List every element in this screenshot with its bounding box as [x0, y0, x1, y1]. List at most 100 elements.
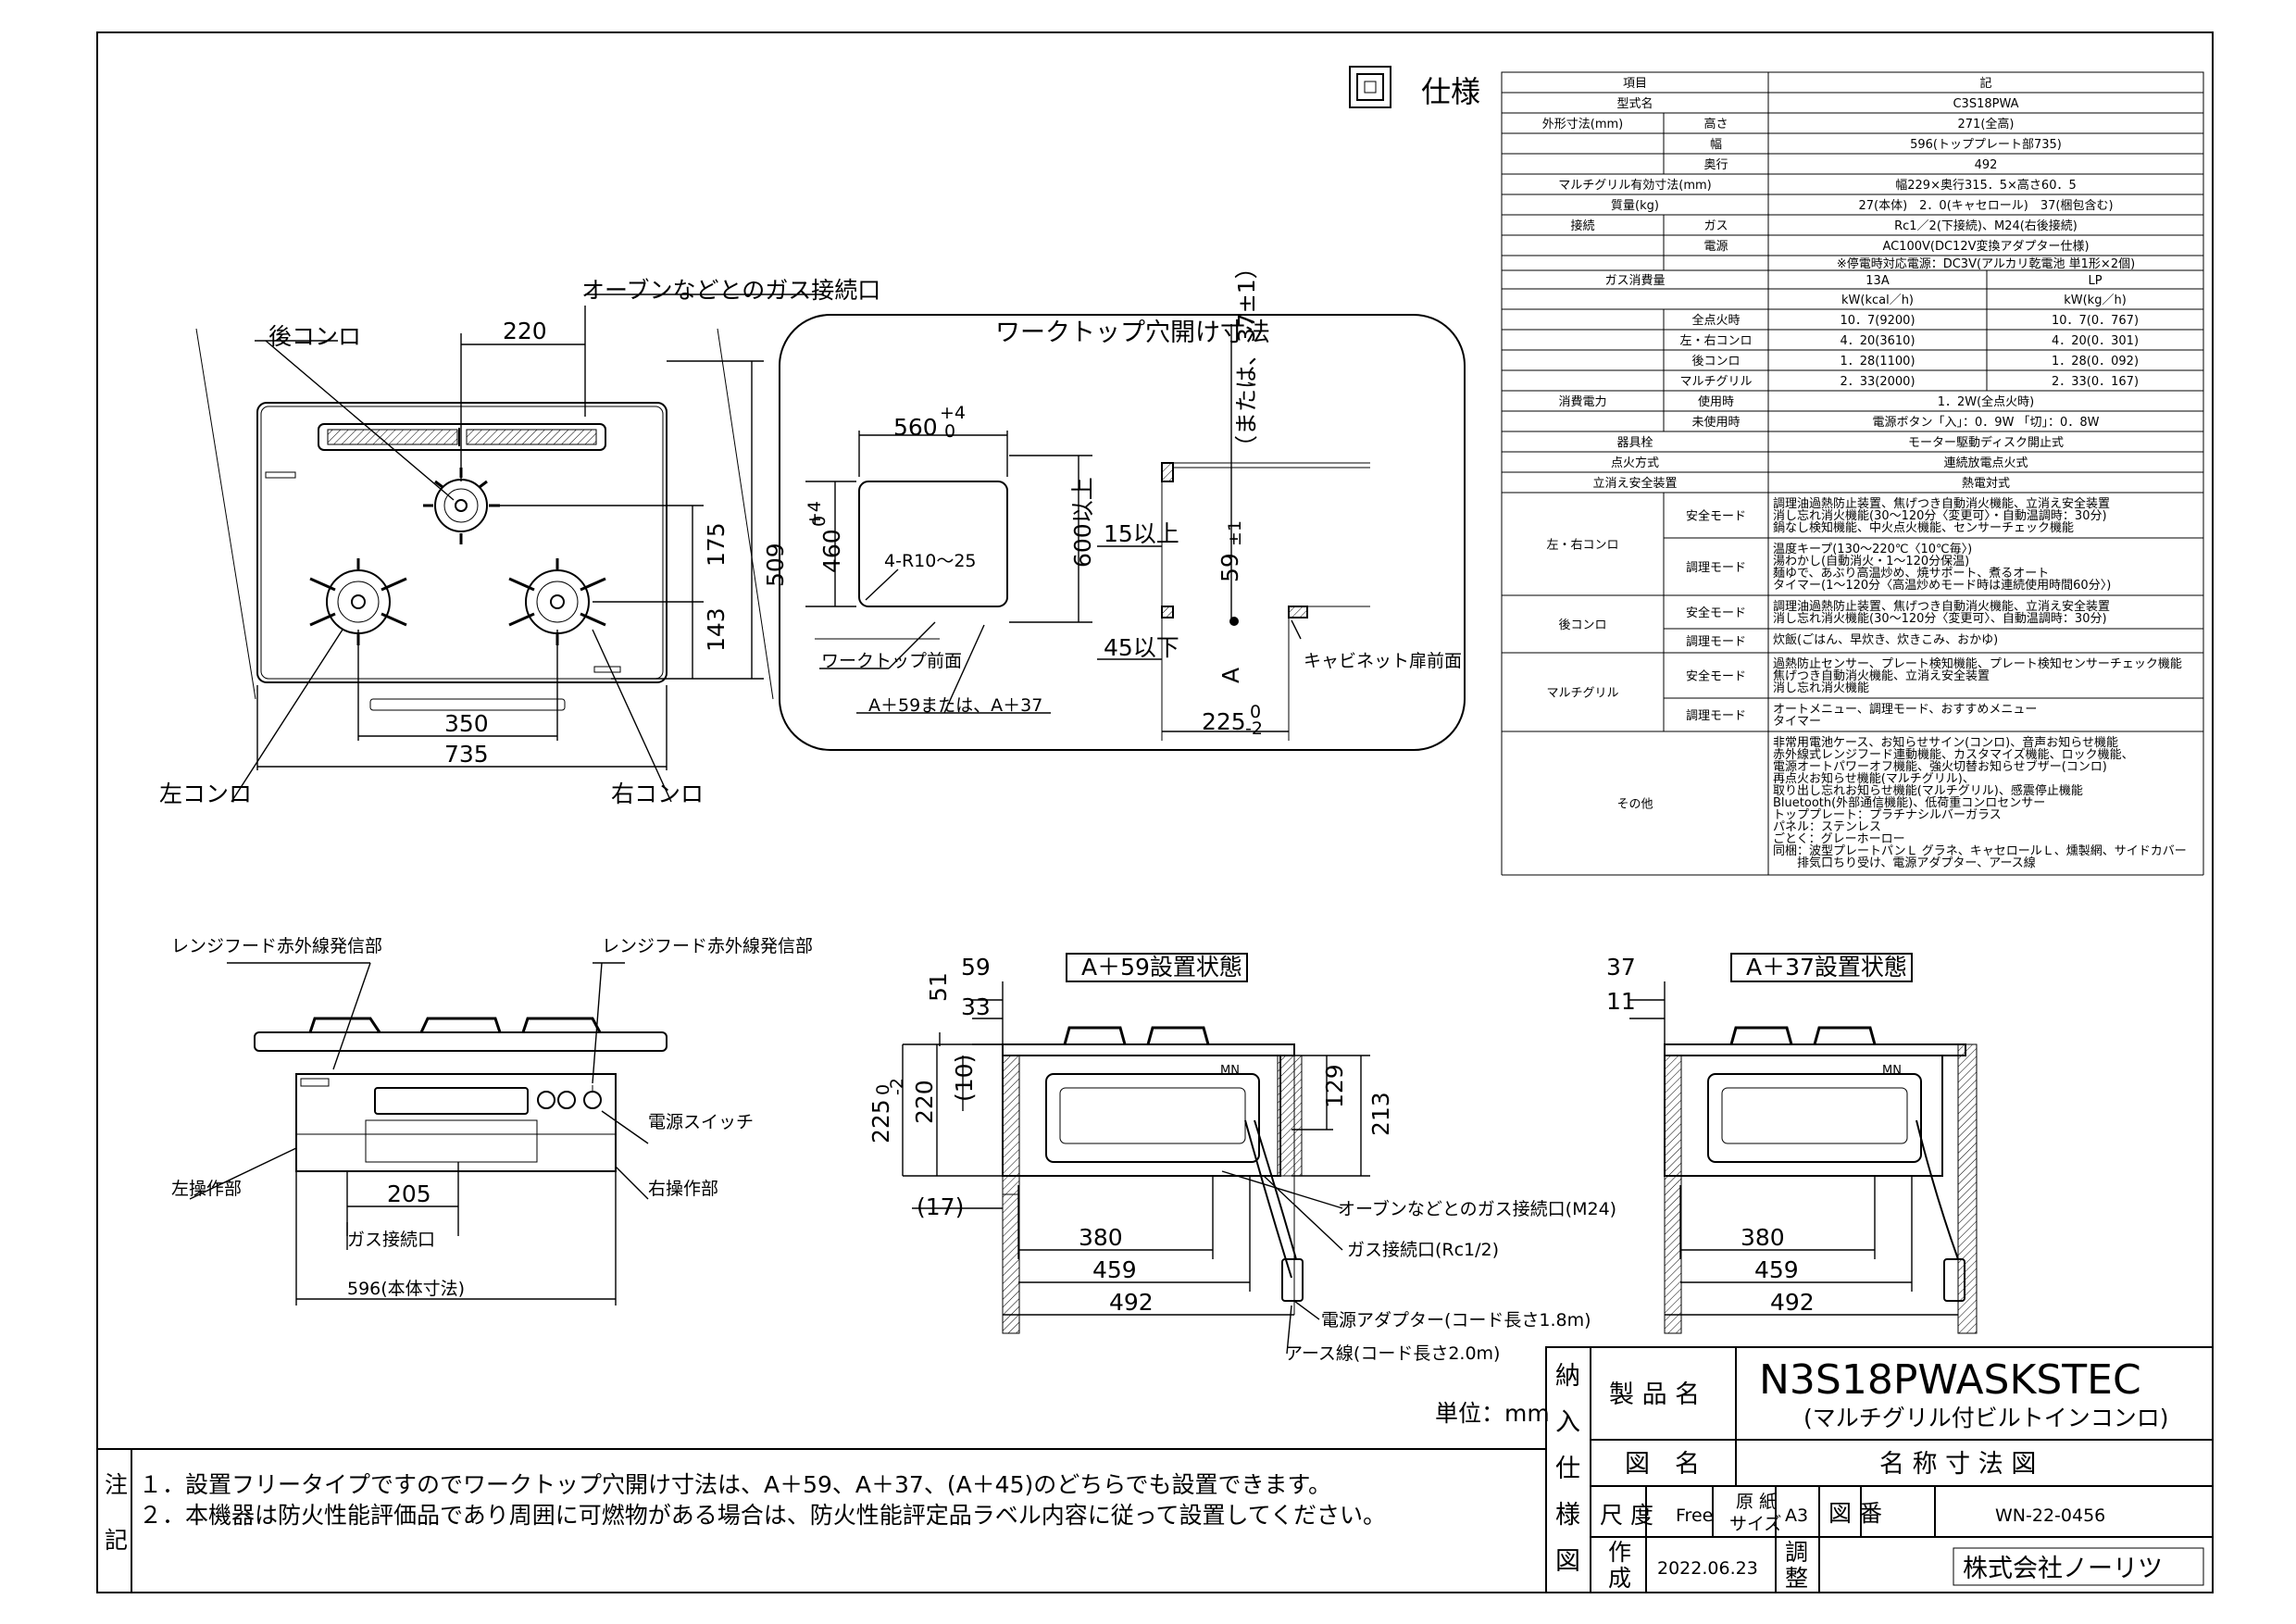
spec-val-15: 2．33(2000): [1840, 375, 1915, 389]
cutout-depth: 460: [818, 529, 845, 573]
spec-val-11: kW(kcal／h): [1841, 294, 1914, 307]
paper-size: A3: [1785, 1505, 1808, 1526]
top-view: オーブンなどとのガス接続口 後コンロ 220 175 143 509 350 7…: [159, 277, 880, 807]
a59-marking: MN: [1220, 1064, 1240, 1078]
dim-225: 225: [1202, 708, 1246, 735]
mode-lr_safe-2: 鍋なし検知機能、中火点火機能、センサーチェック機能: [1773, 520, 2074, 535]
other-line-2: 電源オートパワーオフ機能、強火切替お知らせブザー(コンロ): [1773, 759, 2107, 774]
dim-a: A: [1217, 668, 1244, 683]
dim-596: 596(本体寸法): [347, 1279, 465, 1299]
a59-dim-380: 380: [1079, 1224, 1123, 1251]
spec-subkey-3: 幅: [1710, 138, 1722, 152]
adjust-label-1: 調: [1785, 1539, 1808, 1566]
spec-val-12: 10．7(9200): [1840, 314, 1915, 328]
cutout-depth-tol: +4: [805, 501, 825, 527]
mode-back_cook-0: 炊飯(ごはん、早炊き、炊きこみ、おかゆ): [1773, 632, 1998, 647]
other-line-4: 取り出し忘れお知らせ機能(マルチグリル)、感震停止機能: [1773, 783, 2083, 798]
a37-dim-492: 492: [1770, 1289, 1815, 1316]
spec-val-13: 4．20(3610): [1840, 334, 1915, 348]
spec-key-20: 立消え安全装置: [1592, 476, 1677, 491]
mode-back_cook_label: 調理モード: [1686, 635, 1746, 649]
mode-lr_cook-2: 麺ゆで、あぶり高温炒め、焼サポート、煮るオート: [1773, 566, 2049, 581]
title-side-char: 仕: [1555, 1455, 1580, 1483]
unit-label: 単位：mm: [1435, 1400, 1550, 1427]
mode-grill_safe-0: 過熱防止センサー、プレート検知機能、プレート検知センサーチェック機能: [1773, 656, 2182, 671]
spec-val-18: モーター駆動ディスク開止式: [1908, 435, 2064, 450]
spec-key-10: ガス消費量: [1604, 274, 1665, 288]
front-topplate: [254, 1031, 668, 1052]
cutout-rectangle: [858, 481, 1008, 607]
product-model: N3S18PWASKSTEC: [1759, 1356, 2141, 1404]
other-line-9: 同梱：波型プレートパンＬ グラネ、キャセロールＬ、燻製網、サイドカバー: [1773, 844, 2187, 858]
a59-dim-220: 220: [911, 1080, 938, 1124]
spec-val-10: 13A: [1866, 274, 1890, 288]
drawing-no: WN-22-0456: [1995, 1505, 2105, 1526]
a59-dim-225-tol: 0: [873, 1084, 893, 1095]
spec-val-0: 記: [1979, 76, 1991, 91]
spec-subkey-13: 左・右コンロ: [1679, 334, 1752, 348]
notes-label-2: 記: [105, 1527, 128, 1554]
cutout-title: ワークトップ穴開け寸法: [995, 319, 1270, 347]
dim-143: 143: [703, 607, 730, 652]
left-burner-label: 左コンロ: [159, 781, 252, 807]
mode-grill_cook-0: オートメニュー、調理モード、おすすめメニュー: [1773, 703, 2037, 717]
dim-225-tol2: -2: [1245, 718, 1263, 739]
spec-key-16: 消費電力: [1558, 395, 1606, 409]
a59-title: A＋59設置状態: [1081, 954, 1242, 981]
mode-back_safe_label: 安全モード: [1686, 606, 1746, 620]
a59-dim-33: 33: [961, 993, 991, 1020]
a37-dim-37: 37: [1606, 954, 1636, 981]
mode-grill_safe-2: 消し忘れ消火機能: [1773, 681, 1869, 695]
a37-dim-380: 380: [1741, 1224, 1785, 1251]
dim-205: 205: [387, 1181, 431, 1207]
note-1: １．設置フリータイプですのでワークトップ穴開け寸法は、A＋59、A＋37、(A＋…: [139, 1471, 1331, 1498]
a37-title: A＋37設置状態: [1746, 954, 1907, 981]
spec-val-17: 電源ボタン「入」：0．9W 「切」：0．8W: [1873, 416, 2100, 430]
other-line-3: 再点火お知らせ機能(マルチグリル)、: [1773, 771, 1975, 786]
spec-val-14: 1．28(1100): [1840, 355, 1915, 369]
spec-val-16: 1．2W(全点火時): [1938, 394, 2035, 409]
side-view-a37: A＋37設置状態 37 11 380 459 492 MN: [1606, 953, 1978, 1334]
mode-grill_cook-1: タイマー: [1773, 715, 1821, 729]
spec-key-19: 点火方式: [1611, 456, 1659, 470]
made-label-2: 成: [1608, 1565, 1631, 1592]
spec-title: 仕様: [1421, 74, 1480, 109]
mode-lr_safe_label: 安全モード: [1686, 509, 1746, 524]
title-side-char: 入: [1555, 1408, 1580, 1437]
other-line-5: Bluetooth(外部通信機能)、低荷重コンロセンサー: [1773, 795, 2045, 810]
spec-key-18: 器具栓: [1616, 436, 1653, 450]
spec-val-6: 27(本体) 2．0(キャセロール) 37(梱包含む): [1858, 198, 2113, 213]
title-side-char: 図: [1555, 1547, 1580, 1576]
title-side-char: 様: [1555, 1501, 1580, 1530]
exhaust-vent: [318, 423, 606, 451]
mode-lr_cook-3: タイマー(1～120分〈高温炒めモード時は連続使用時間60分〉): [1773, 578, 2111, 593]
right-panel-label: 右操作部: [648, 1179, 718, 1199]
a59-dim-17: (17): [917, 1193, 964, 1220]
other-line-7: パネル：ステンレス: [1773, 820, 1881, 834]
paper-size-label-2: サイズ: [1729, 1514, 1781, 1534]
a37-marking: MN: [1882, 1064, 1902, 1078]
title-side-char: 納: [1555, 1362, 1580, 1391]
spec-val-7: Rc1／2(下接続)、M24(右後接続): [1894, 219, 2078, 233]
spec-key-6: 質量(kg): [1611, 199, 1659, 213]
other-line-0: 非常用電池ケース、お知らせサイン(コンロ)、音声お知らせ機能: [1773, 735, 2118, 750]
notes-label-1: 注: [105, 1471, 128, 1498]
a59-dim-51: 51: [925, 972, 952, 1002]
adapter-label: 電源アダプター(コード長さ1.8m): [1321, 1310, 1591, 1330]
side-view-a59: A＋59設置状態: [867, 953, 1616, 1364]
gas-port-rc-label: ガス接続口(Rc1/2): [1347, 1240, 1499, 1260]
worktop-front-label: ワークトップ前面: [821, 651, 962, 671]
spec-key-7: 接続: [1570, 219, 1594, 233]
power-switch-label: 電源スイッチ: [648, 1112, 754, 1132]
right-burner-label: 右コンロ: [611, 781, 704, 807]
dim-509: 509: [762, 543, 789, 587]
adjust-label-2: 整: [1785, 1565, 1808, 1592]
company-logo: 株式会社ノーリツ: [1963, 1555, 2163, 1583]
a59-dim-492: 492: [1109, 1289, 1154, 1316]
notes: 注 記 １．設置フリータイプですのでワークトップ穴開け寸法は、A＋59、A＋37…: [97, 1448, 1546, 1593]
a59-dim-129: 129: [1321, 1064, 1348, 1108]
spec-val2-15: 2．33(0．167): [2052, 375, 2139, 389]
